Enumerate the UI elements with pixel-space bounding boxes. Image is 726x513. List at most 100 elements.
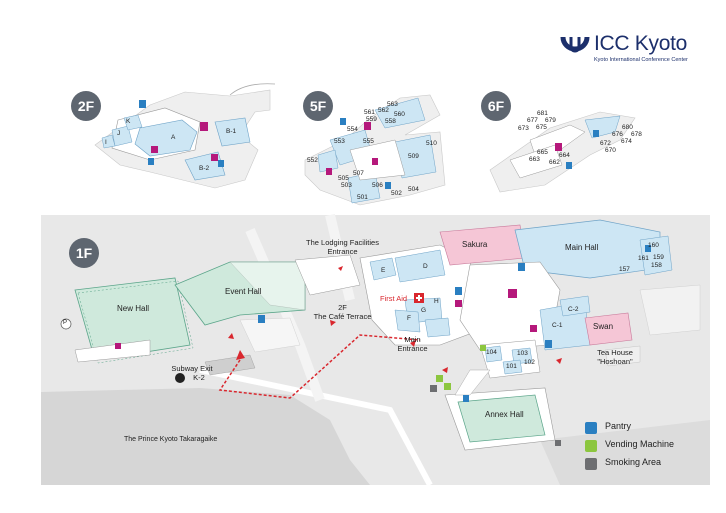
room-2f-k[interactable]: K [126,118,131,125]
room-1f-159[interactable]: 159 [653,254,664,261]
floor-6f-map [489,111,636,193]
label-cafe-terrace: 2F The Café Terrace [300,303,385,321]
room-2f-i[interactable]: I [105,139,107,146]
label-tea-house: Tea House "Hoshoan" [585,348,645,366]
room-6f-675[interactable]: 675 [536,124,547,131]
room-6f-672[interactable]: 672 [600,140,611,147]
floor-badge-5f[interactable]: 5F [303,91,333,121]
room-1f-sakura[interactable]: Sakura [462,240,488,249]
room-5f-561[interactable]: 561 [364,109,375,116]
room-5f-503[interactable]: 503 [341,182,352,189]
label-cafe-line1: 2F [338,303,347,312]
room-6f-664[interactable]: 664 [559,152,570,159]
room-5f-558[interactable]: 558 [385,118,396,125]
legend-item-smoking: Smoking Area [585,456,705,474]
room-6f-679[interactable]: 679 [545,117,556,124]
room-5f-502[interactable]: 502 [391,190,402,197]
room-6f-676[interactable]: 676 [612,131,623,138]
label-lodging-entrance: The Lodging Facilities Entrance [300,238,385,256]
label-cafe-line2: The Café Terrace [313,312,372,321]
map-legend: Pantry Vending Machine Smoking Area [585,420,705,474]
room-1f-new-hall[interactable]: New Hall [117,304,150,313]
room-6f-681[interactable]: 681 [537,110,548,117]
room-5f-504[interactable]: 504 [408,186,419,193]
label-tea-line1: Tea House [597,348,633,357]
room-5f-507[interactable]: 507 [353,170,364,177]
label-main-line1: Main [404,335,421,344]
room-1f-f[interactable]: F [407,315,411,322]
room-1f-c1[interactable]: C-1 [552,322,563,329]
logo-subtitle: Kyoto International Conference Center [594,57,688,63]
room-5f-510[interactable]: 510 [426,140,437,147]
label-hotel: The Prince Kyoto Takaragaike [124,436,218,443]
room-6f-678[interactable]: 678 [631,131,642,138]
room-5f-563[interactable]: 563 [387,101,398,108]
room-1f-main-hall[interactable]: Main Hall [565,243,599,252]
room-1f-annex-hall[interactable]: Annex Hall [485,410,524,419]
room-5f-505[interactable]: 505 [338,175,349,182]
room-5f-552[interactable]: 552 [307,157,318,164]
room-5f-560[interactable]: 560 [394,111,405,118]
room-1f-101[interactable]: 101 [506,363,517,370]
label-lodging-line1: The Lodging Facilities [306,238,379,247]
room-1f-d[interactable]: D [423,263,428,270]
room-5f-501[interactable]: 501 [357,194,368,201]
room-1f-157[interactable]: 157 [619,266,630,273]
logo-mark-icon [560,36,590,53]
logo-title: ICC Kyoto [594,32,687,55]
room-6f-677[interactable]: 677 [527,117,538,124]
room-6f-674[interactable]: 674 [621,138,632,145]
room-5f-509[interactable]: 509 [408,153,419,160]
room-1f-103[interactable]: 103 [517,350,528,357]
label-first-aid[interactable]: First Aid [380,294,408,303]
room-5f-506[interactable]: 506 [372,182,383,189]
legend-label-smoking: Smoking Area [605,457,662,467]
room-1f-c2[interactable]: C-2 [568,306,579,313]
room-5f-559[interactable]: 559 [366,116,377,123]
floor-badge-1f[interactable]: 1F [69,238,99,268]
room-2f-b2[interactable]: B-2 [199,165,210,172]
pantry-icon [585,422,597,434]
room-5f-562[interactable]: 562 [378,107,389,114]
room-1f-160[interactable]: 160 [648,242,659,249]
legend-label-vending: Vending Machine [605,439,675,449]
label-subway-exit: Subway Exit K-2 [162,364,222,382]
room-1f-event-hall[interactable]: Event Hall [225,287,262,296]
floor-1f-map [41,213,710,487]
vending-machine-icon [585,440,597,452]
room-6f-662[interactable]: 662 [549,159,560,166]
legend-item-pantry: Pantry [585,420,705,438]
room-6f-680[interactable]: 680 [622,124,633,131]
floor-badge-2f[interactable]: 2F [71,91,101,121]
room-5f-553[interactable]: 553 [334,138,345,145]
icc-kyoto-logo: ICC Kyoto Kyoto International Conference… [560,32,710,69]
room-5f-555[interactable]: 555 [363,138,374,145]
smoking-area-icon [585,458,597,470]
room-6f-665[interactable]: 665 [537,149,548,156]
legend-item-vending: Vending Machine [585,438,705,456]
room-1f-g[interactable]: G [421,307,427,314]
room-1f-e[interactable]: E [381,267,386,274]
floor-5f-map [304,94,446,206]
floor-badge-6f[interactable]: 6F [481,91,511,121]
room-1f-104[interactable]: 104 [486,349,497,356]
label-subway-line2: K-2 [193,373,205,382]
room-6f-670[interactable]: 670 [605,147,616,154]
room-6f-673[interactable]: 673 [518,125,529,132]
room-2f-j[interactable]: J [117,130,121,137]
room-5f-554[interactable]: 554 [347,126,358,133]
floor-2f-map [94,83,276,189]
parking-icon: P [63,320,68,326]
room-6f-663[interactable]: 663 [529,156,540,163]
room-1f-158[interactable]: 158 [651,262,662,269]
label-subway-line1: Subway Exit [171,364,213,373]
room-1f-swan[interactable]: Swan [593,322,614,331]
room-1f-h[interactable]: H [434,298,439,305]
room-2f-b1[interactable]: B-1 [226,128,237,135]
room-1f-102[interactable]: 102 [524,359,535,366]
room-1f-161[interactable]: 161 [638,255,649,262]
label-lodging-line2: Entrance [327,247,358,256]
room-2f-a[interactable]: A [171,134,176,141]
label-main-line2: Entrance [397,344,428,353]
